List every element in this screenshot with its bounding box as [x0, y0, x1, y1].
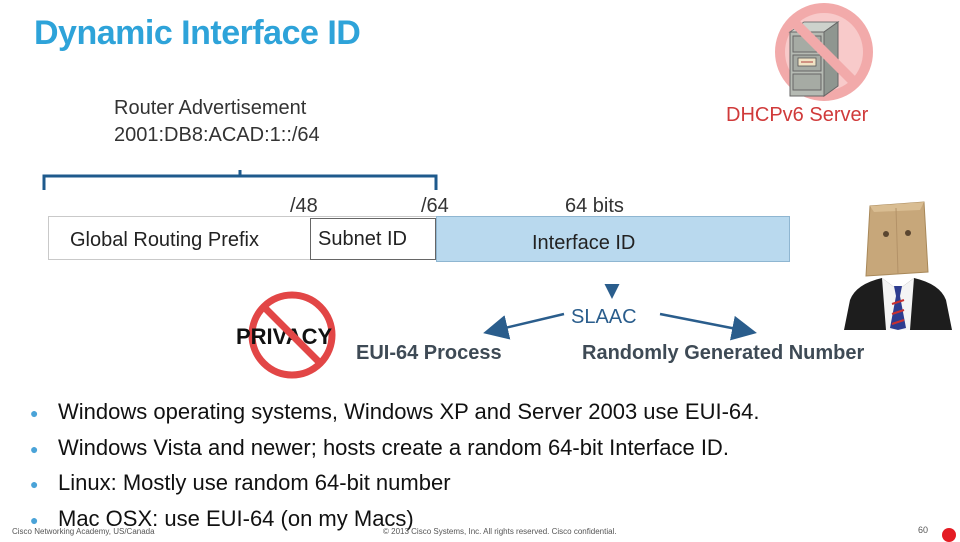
slaac-arrows — [483, 284, 757, 341]
random-number-label: Randomly Generated Number — [582, 342, 865, 364]
prefix-bracket — [42, 170, 438, 190]
prefix-length-48: /48 — [290, 195, 318, 217]
os-bullet-list: ● Windows operating systems, Windows XP a… — [30, 398, 759, 540]
privacy-prohibited-icon: PRIVACY — [230, 288, 350, 380]
bullet-linux: ● Linux: Mostly use random 64-bit number — [30, 469, 759, 505]
bullet-dot-icon: ● — [30, 511, 39, 528]
bullet-text: Windows operating systems, Windows XP an… — [58, 399, 760, 424]
dhcpv6-server-label: DHCPv6 Server — [726, 104, 869, 126]
dhcpv6-server-no-icon — [775, 3, 873, 101]
eui64-process-label: EUI-64 Process — [356, 342, 502, 364]
interface-id-field — [436, 216, 790, 262]
router-advertisement-label: Router Advertisement — [114, 97, 307, 119]
bullet-text: Mac OSX: use EUI-64 (on my Macs) — [58, 505, 414, 531]
page-number: 60 — [918, 525, 929, 535]
bullet-dot-icon: ● — [30, 405, 39, 421]
bullet-text: Linux: Mostly use random 64-bit number — [58, 470, 451, 495]
page-title: Dynamic Interface ID — [34, 14, 361, 52]
slaac-label: SLAAC — [571, 306, 637, 328]
bullet-windows-vista: ● Windows Vista and newer; hosts create a… — [30, 434, 759, 470]
bullet-text: Windows Vista and newer; hosts create a … — [58, 434, 729, 460]
bullet-dot-icon: ● — [30, 440, 39, 457]
interface-id-label: Interface ID — [532, 232, 636, 254]
subnet-id-label: Subnet ID — [318, 228, 407, 250]
subnet-id-field — [310, 218, 436, 260]
global-routing-prefix-label: Global Routing Prefix — [70, 229, 259, 251]
footer-copyright: © 2013 Cisco Systems, Inc. All rights re… — [383, 527, 617, 536]
footer-left: Cisco Networking Academy, US/Canada — [12, 527, 155, 536]
router-advertisement-prefix: 2001:DB8:ACAD:1::/64 — [114, 124, 320, 146]
paper-bag-head-man-picture — [836, 200, 960, 330]
prefix-length-64: /64 — [421, 195, 449, 217]
bullet-windows-xp: ● Windows operating systems, Windows XP a… — [30, 398, 759, 434]
bullet-mac: ● Mac OSX: use EUI-64 (on my Macs) — [30, 505, 759, 541]
interface-id-bits: 64 bits — [565, 195, 624, 217]
brand-dot-icon — [942, 528, 956, 542]
bullet-dot-icon: ● — [30, 476, 39, 492]
